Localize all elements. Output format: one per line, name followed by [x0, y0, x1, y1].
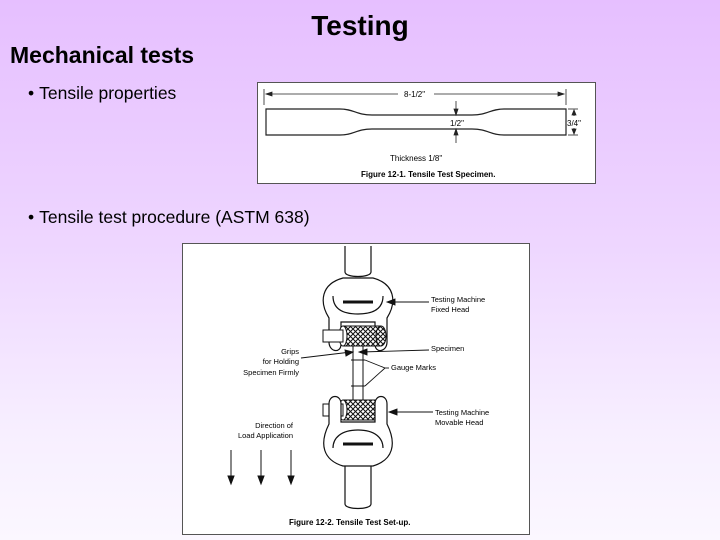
neck-dimension: [453, 101, 459, 143]
specimen-outline: [265, 108, 567, 136]
grips-label-1: Grips: [281, 347, 299, 356]
setup-drawing: Testing Machine Fixed Head Grips for Hol…: [227, 246, 489, 527]
width-label: 3/4": [567, 119, 581, 128]
slide-title: Testing: [311, 10, 409, 41]
figure1-caption: Figure 12-1. Tensile Test Specimen.: [361, 170, 495, 179]
lower-clevis: [323, 395, 393, 467]
grips-leader: [300, 351, 352, 359]
specimen-label: Specimen: [431, 344, 464, 353]
gauge-leader-upper: [364, 359, 386, 369]
width-dimension: [568, 108, 578, 136]
direction-label-1: Direction of: [255, 421, 294, 430]
specimen-bar: [351, 345, 365, 401]
fixed-head-label-1: Testing Machine: [431, 295, 485, 304]
bullet-text: Tensile test procedure (ASTM 638): [39, 207, 310, 227]
figure-tensile-specimen: 8-1/2" 1/2" 3/4" Thickness 1/8" Figure 1…: [257, 82, 596, 184]
length-label: 8-1/2": [404, 90, 425, 99]
figure-tensile-setup: Testing Machine Fixed Head Grips for Hol…: [182, 243, 530, 535]
bullet-dot: •: [28, 83, 35, 103]
slide-subtitle: Mechanical tests: [10, 42, 195, 68]
figure2-caption: Figure 12-2. Tensile Test Set-up.: [289, 518, 411, 527]
length-dimension: [263, 89, 567, 105]
bullet-tensile-procedure: •Tensile test procedure (ASTM 638): [28, 207, 310, 228]
upper-rod: [344, 246, 372, 272]
specimen-leader: [360, 349, 430, 353]
grips-label-2: for Holding: [263, 357, 299, 366]
upper-grip: [322, 325, 387, 347]
load-direction-arrows: [227, 450, 295, 486]
bullet-dot: •: [28, 207, 35, 227]
gauge-leader-lower: [364, 367, 386, 387]
bullet-tensile-properties: •Tensile properties: [28, 83, 176, 104]
grips-label-3: Specimen Firmly: [243, 368, 299, 377]
direction-label-2: Load Application: [238, 431, 293, 440]
movable-head-label-1: Testing Machine: [435, 408, 489, 417]
thickness-label: Thickness 1/8": [390, 154, 442, 163]
lower-rod: [344, 466, 372, 504]
gauge-marks-label: Gauge Marks: [391, 363, 436, 372]
fixed-head-label-2: Fixed Head: [431, 305, 469, 314]
bullet-text: Tensile properties: [39, 83, 177, 103]
specimen-drawing: 8-1/2" 1/2" 3/4" Thickness 1/8" Figure 1…: [263, 89, 581, 179]
neck-label: 1/2": [450, 119, 464, 128]
movable-head-label-2: Movable Head: [435, 418, 483, 427]
